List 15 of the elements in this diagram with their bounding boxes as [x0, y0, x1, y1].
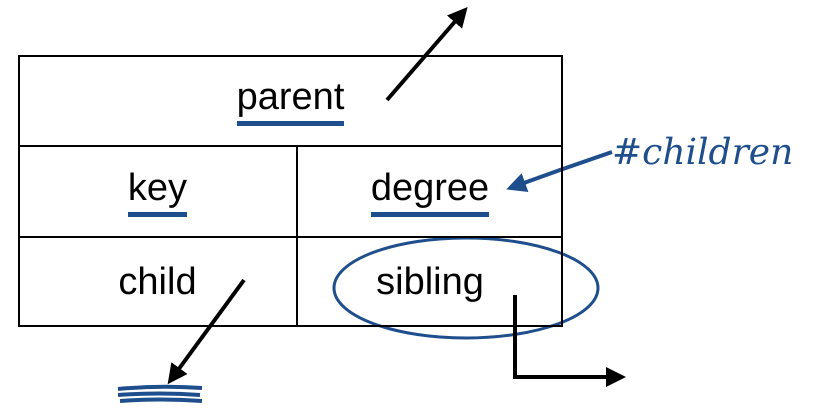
table-cell — [297, 237, 563, 327]
table-cell — [297, 146, 563, 237]
handwritten-note: #children — [612, 128, 824, 178]
arrow — [506, 150, 613, 192]
table-outline — [18, 55, 563, 327]
cell-text: parent — [236, 75, 344, 126]
arrow — [385, 6, 468, 102]
cell-text: degree — [370, 166, 490, 217]
cell-text: sibling — [376, 260, 484, 304]
arrow — [513, 295, 626, 387]
arrow — [168, 278, 246, 384]
cell-text: child — [118, 260, 197, 304]
table-cell — [18, 237, 297, 327]
table-cell — [18, 146, 297, 237]
cell-text: key — [128, 166, 188, 217]
